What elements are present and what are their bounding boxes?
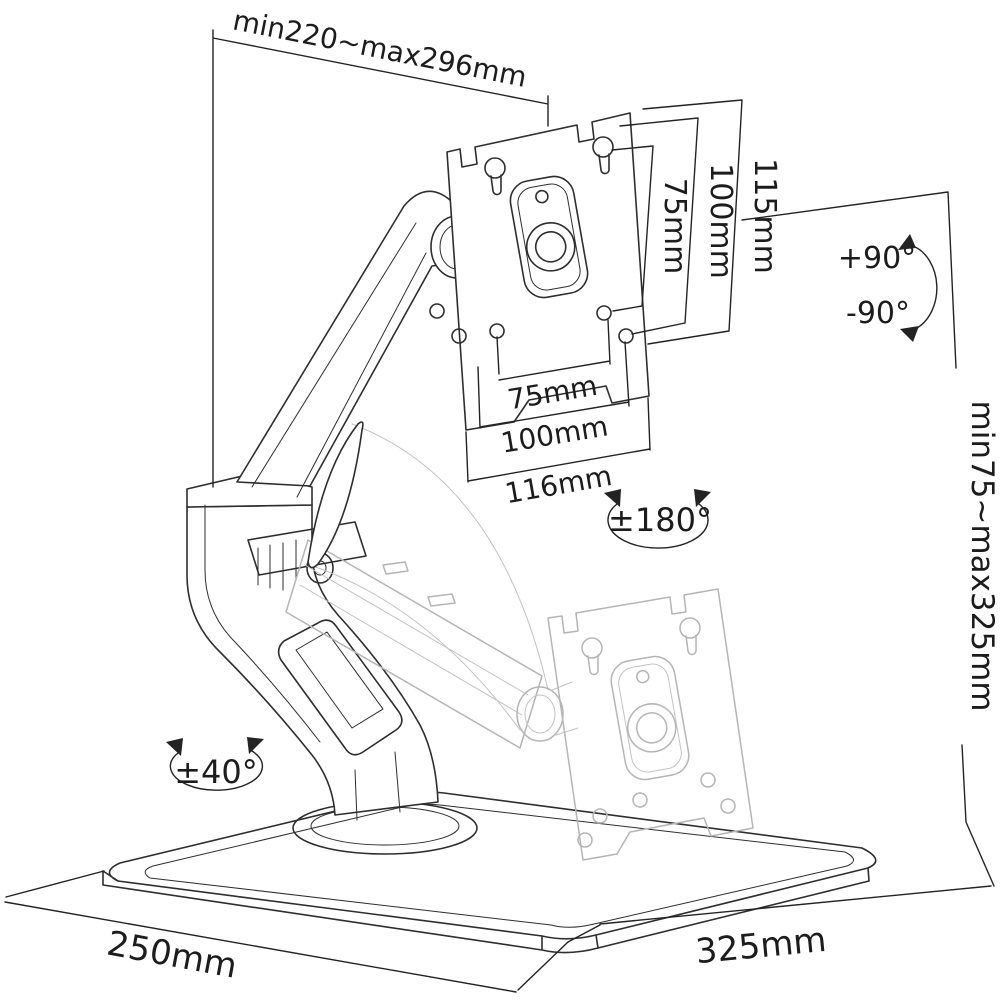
arrowhead-icon [898,234,916,250]
keyhole-slot [581,617,701,676]
arrowhead-icon [166,738,183,756]
dim-vesa-height-75: 75mm [657,178,692,275]
motion-sweep-line [351,423,549,691]
dimension-vesa-heights: 75mm 100mm 115mm [611,99,782,345]
cable-clip [427,593,456,607]
annotation-swivel: ±180° [604,489,712,549]
arrowhead-icon [604,489,621,507]
cable-clip [382,561,409,575]
quick-release-boss [509,175,589,299]
base-plate [102,791,877,954]
dimension-height-range: min75~max325mm [741,191,1000,887]
base-swivel-arc-icon [169,750,264,791]
angle-base-swivel: ±40° [174,753,258,791]
keyhole-slot [484,136,614,196]
vesa-plate-lower-ghost [547,588,754,861]
riser-front-recess [277,619,403,756]
spring-arm-ghost [285,423,579,749]
angle-swivel: ±180° [608,501,712,539]
dim-arm-reach-label: min220~max296mm [230,3,529,93]
dimension-base: 250mm 325mm [4,870,992,993]
annotation-tilt: +90° -90° [838,234,938,342]
arrowhead-icon [247,737,264,754]
dim-base-width-label: 325mm [694,920,828,972]
dim-vesa-height-100: 100mm [703,163,738,279]
annotation-base-swivel: ±40° [166,737,264,791]
arrowhead-icon [694,489,711,507]
tilt-arc-icon [912,245,938,329]
swivel-arc-icon [607,503,709,549]
arrowhead-icon [900,326,919,342]
dim-base-depth-label: 250mm [104,924,240,987]
quick-release-boss-ghost [610,655,690,781]
dim-height-range-label: min75~max325mm [964,401,1000,712]
angle-tilt-down: -90° [846,296,910,331]
dim-vesa-height-115: 115mm [747,158,782,274]
dim-vesa-width-116: 116mm [502,459,614,510]
